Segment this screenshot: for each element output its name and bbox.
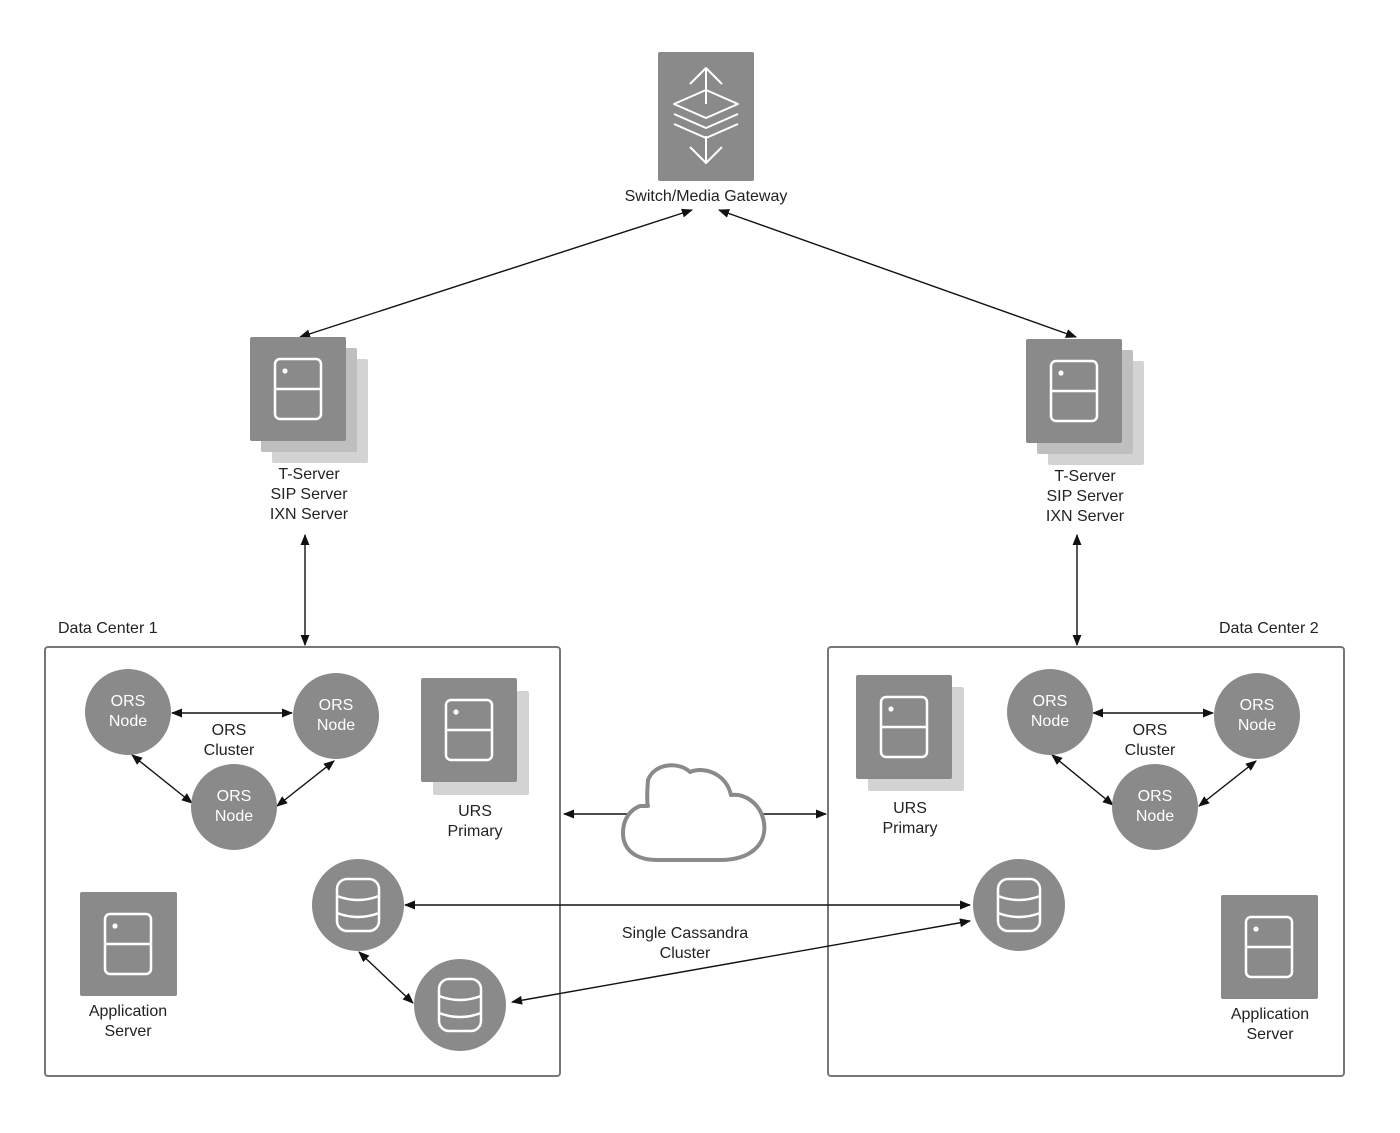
tserver-1-icon [250,337,368,463]
dc1-application-server-icon [80,892,177,996]
gateway-label: Switch/Media Gateway [624,188,788,205]
dc1-cassandra-db-top-icon [312,859,404,951]
dc2-ors-node-left [1007,669,1093,755]
data-center-1-box [44,646,561,1077]
tserver-1-label: T-Server SIP Server IXN Server [269,466,349,523]
dc2-ors-node-bottom [1112,764,1198,850]
data-center-2-box [827,646,1345,1077]
cassandra-link-dc1a-dc1b [358,951,414,1004]
data-center-2-title: Data Center 2 [1219,620,1319,637]
dc2-cassandra-db-icon [973,859,1065,951]
gateway-to-tserver-1-arrow [298,208,694,339]
tserver-2-label: T-Server SIP Server IXN Server [1045,468,1125,525]
tserver-2-icon [1026,339,1144,465]
dc2-application-server-icon [1221,895,1318,999]
cassandra-link-dc1b-dc2 [510,918,972,1005]
dc1-ors-node-left [85,669,171,755]
dc1-ors-link-left [131,754,193,804]
dc1-cassandra-db-bottom-icon [414,959,506,1051]
dc2-ors-node-right [1214,673,1300,759]
dc1-ors-link-right [276,760,335,807]
dc2-ors-link-right [1198,760,1257,807]
dc2-ors-link-left [1051,754,1114,806]
cloud-icon [621,763,767,862]
data-center-1-title: Data Center 1 [58,620,158,637]
dc1-ors-node-right [293,673,379,759]
gateway-to-tserver-2-arrow [717,209,1078,338]
dc1-ors-node-bottom [191,764,277,850]
dc2-urs-icon [856,675,964,791]
gateway-icon [658,52,754,181]
dc1-urs-icon [421,678,529,795]
